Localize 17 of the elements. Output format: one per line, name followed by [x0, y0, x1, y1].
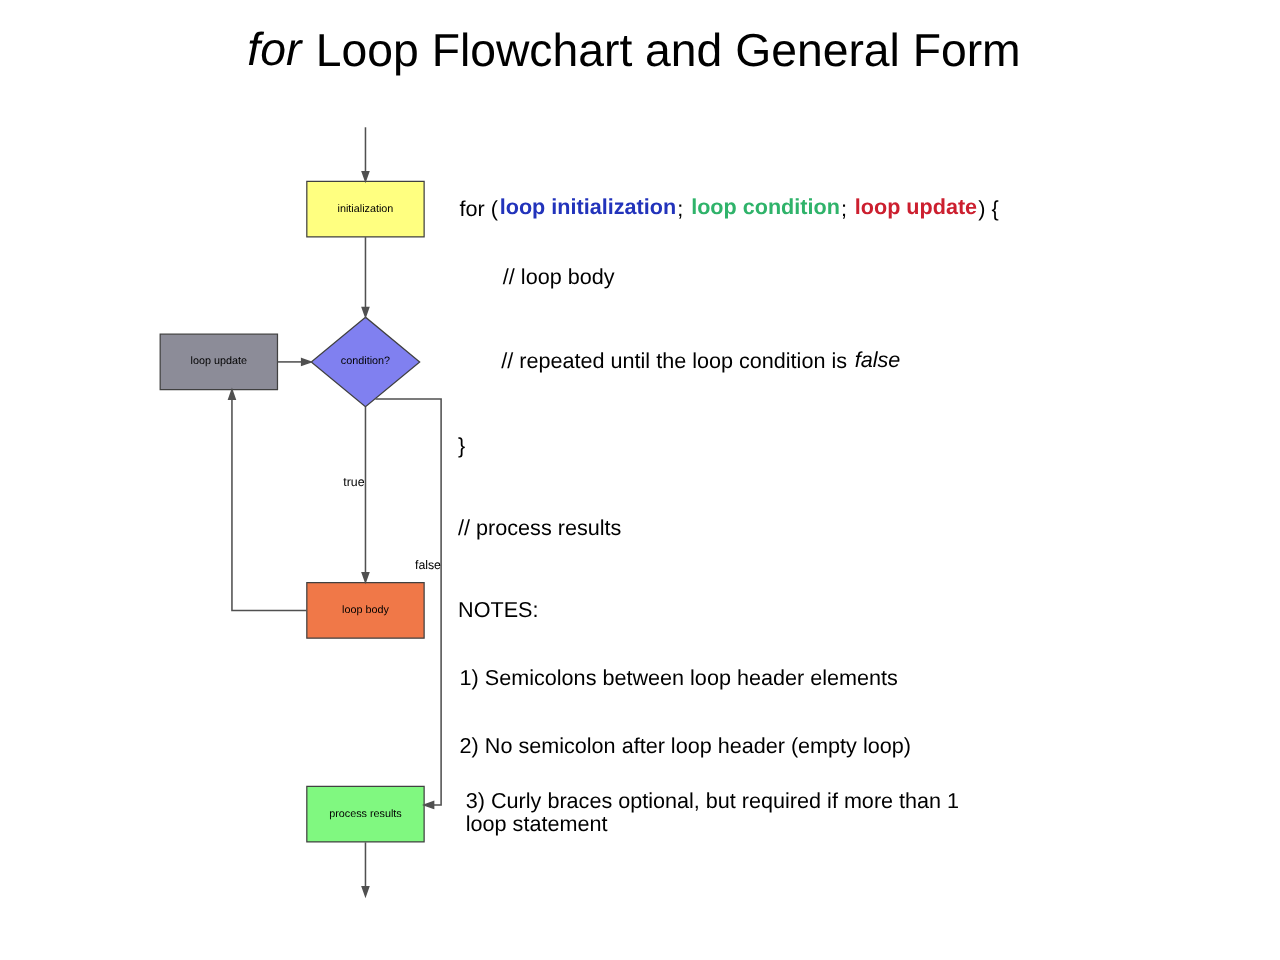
arrow: [360, 236, 369, 319]
label: }: [457, 435, 465, 460]
label: // loop body: [501, 265, 614, 290]
arrow: [360, 406, 369, 585]
label: 2) No semicolon after loop header (empty loop): [458, 734, 910, 759]
label: // repeated until the loop condition is false: [500, 348, 900, 375]
arrow: [373, 398, 441, 810]
arrow: [275, 357, 313, 367]
arrow: [360, 841, 369, 899]
arrow: [360, 126, 369, 184]
label: NOTES:: [457, 598, 538, 623]
label: 3) Curly braces optional, but required if more than 1 loop statement: [464, 790, 959, 838]
label: // process results: [457, 517, 621, 542]
label: for (loop initialization; loop condition; loop update) {: [458, 196, 998, 222]
label: 1) Semicolons between loop header elements: [458, 666, 897, 691]
diagram-title: for Loop Flowchart and General Form: [246, 22, 1020, 77]
arrow: [226, 387, 307, 612]
